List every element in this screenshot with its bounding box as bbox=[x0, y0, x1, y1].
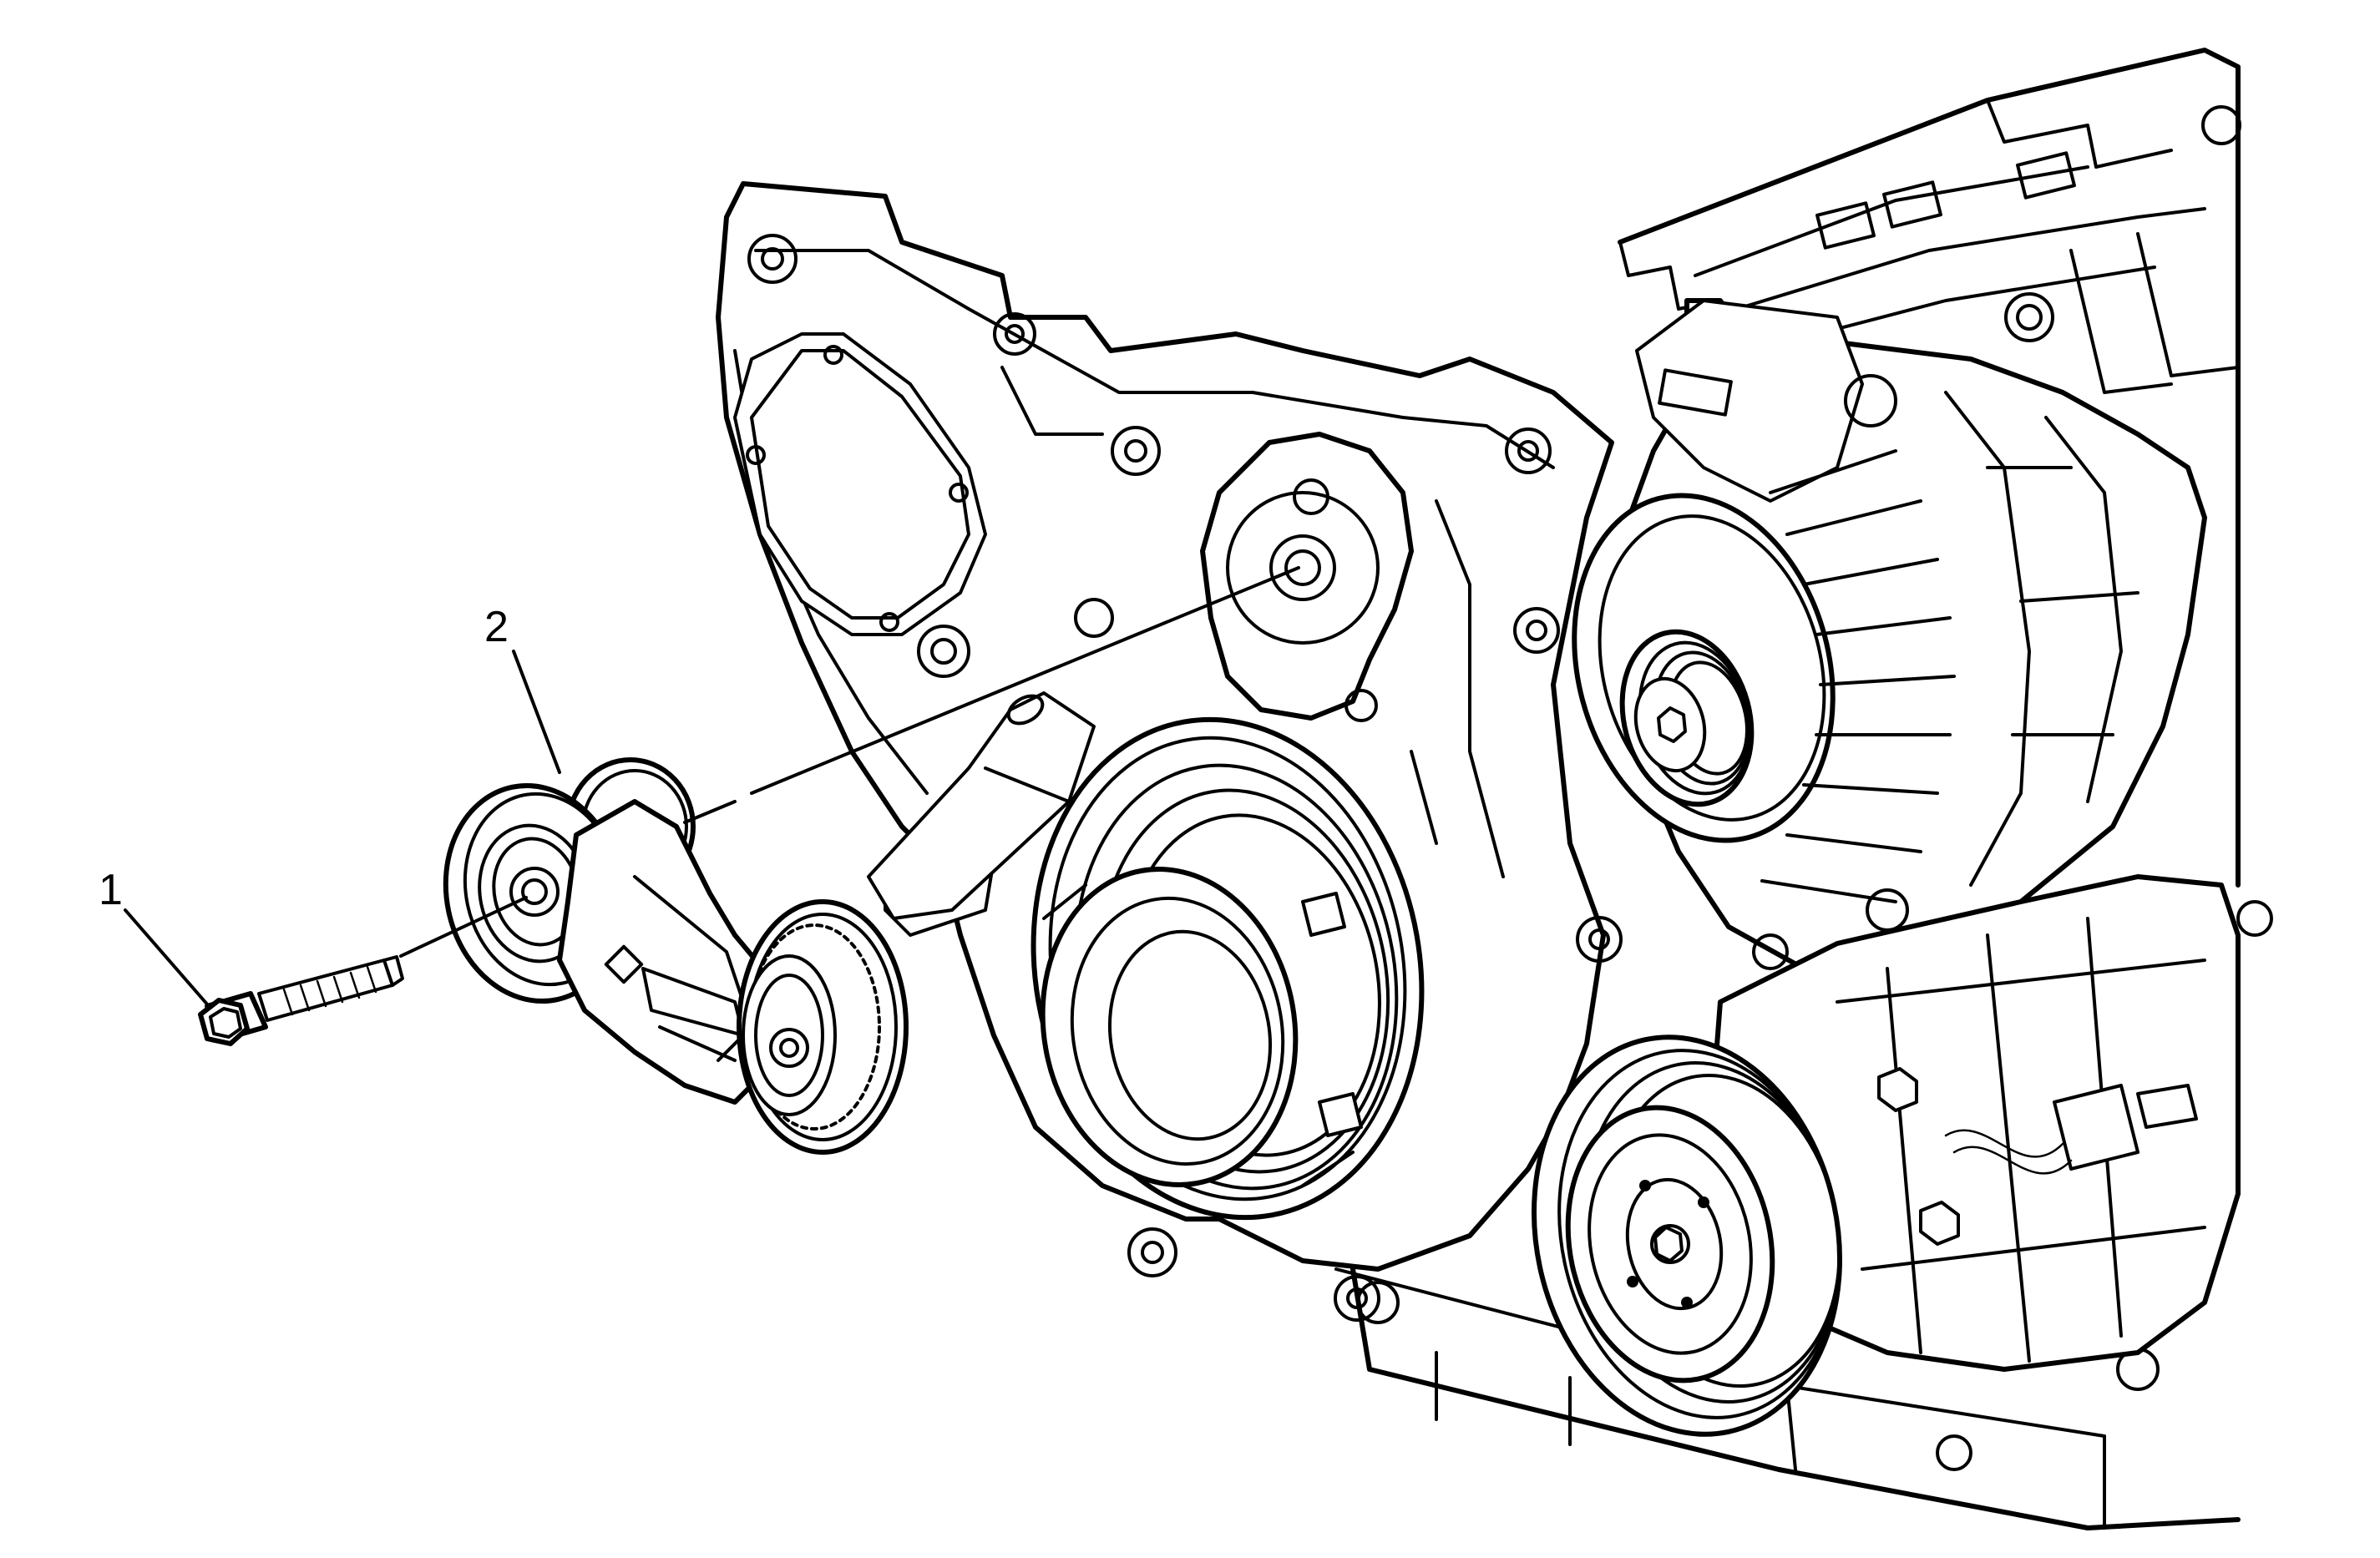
callout-2: 2 bbox=[484, 603, 561, 774]
coolant-pipe bbox=[867, 691, 1096, 920]
drive-belt-tensioner bbox=[443, 757, 909, 1155]
generator bbox=[1572, 298, 2207, 971]
tensioner-bolt bbox=[198, 955, 404, 1046]
alignment-lines bbox=[399, 566, 1300, 958]
ac-compressor bbox=[1531, 874, 2273, 1437]
callout-label-1: 1 bbox=[99, 866, 123, 914]
callout-1: 1 bbox=[99, 866, 210, 1008]
callout-label-2: 2 bbox=[484, 603, 509, 651]
